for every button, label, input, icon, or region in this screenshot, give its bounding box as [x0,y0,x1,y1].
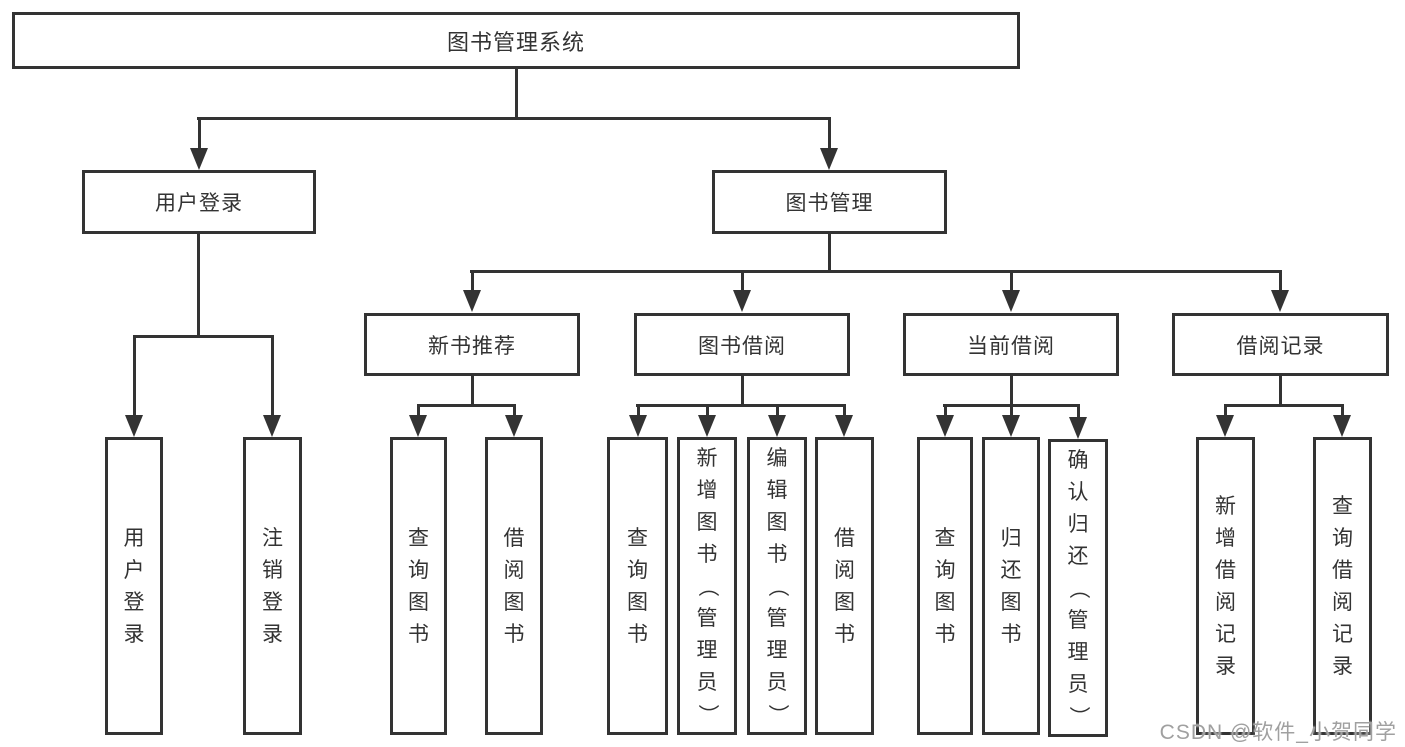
arrow-down-icon [1002,415,1020,437]
watermark: CSDN @软件_小贺同学 [1159,721,1397,744]
node-book-management: 图书管理 [712,170,947,234]
connector-line [1278,270,1282,292]
arrow-down-icon [698,415,716,437]
connector-line [827,117,831,150]
connector-line [636,404,846,407]
arrow-down-icon [190,148,208,170]
arrow-down-icon [768,415,786,437]
arrow-down-icon [505,415,523,437]
connector-line [512,404,516,417]
connector-line [1009,404,1013,417]
node-new-book-recommend-label: 新书推荐 [428,334,516,358]
leaf-user-login: 用户登录 [105,437,163,735]
arrow-down-icon [629,415,647,437]
leaf-query-borrow-record-label: 查询借阅记录 [1332,494,1353,678]
connector-line [775,404,779,417]
arrow-down-icon [1069,417,1087,439]
connector-line [636,404,640,417]
leaf-borrow-query-books-label: 查询图书 [627,526,648,646]
arrow-down-icon [1002,290,1020,312]
node-user-login-label: 用户登录 [155,192,243,215]
arrow-down-icon [835,415,853,437]
node-new-book-recommend: 新书推荐 [364,313,580,376]
leaf-edit-books-admin-label: 编辑图书（管理员） [765,446,789,725]
node-borrow-records: 借阅记录 [1172,313,1389,376]
connector-line [197,117,831,120]
node-user-login: 用户登录 [82,170,316,234]
connector-line [514,69,518,119]
connector-line [470,376,474,406]
leaf-borrow-query-books: 查询图书 [607,437,668,735]
arrow-down-icon [409,415,427,437]
node-book-borrow: 图书借阅 [634,313,850,376]
connector-line [270,335,274,417]
connector-line [1224,404,1344,407]
root-label: 图书管理系统 [446,29,585,55]
leaf-logout-label: 注销登录 [262,526,283,646]
arrow-down-icon [1216,415,1234,437]
connector-line [827,234,831,273]
leaf-recommend-borrow-books-label: 借阅图书 [503,526,525,646]
node-book-borrow-label: 图书借阅 [698,334,786,358]
leaf-user-login-label: 用户登录 [123,526,145,646]
node-library-management-system: 图书管理系统 [12,12,1020,69]
connector-line [1223,404,1227,417]
leaf-confirm-return-admin-label: 确认归还（管理员） [1066,448,1090,727]
leaf-query-borrow-record: 查询借阅记录 [1313,437,1372,735]
leaf-current-query-books-label: 查询图书 [934,526,956,646]
leaf-add-borrow-record-label: 新增借阅记录 [1215,494,1236,678]
arrow-down-icon [463,290,481,312]
connector-line [1340,404,1344,417]
connector-line [470,270,1282,273]
leaf-add-books-admin-label: 新增图书（管理员） [695,446,719,725]
connector-line [1076,404,1080,419]
leaf-confirm-return-admin: 确认归还（管理员） [1048,439,1108,737]
arrow-down-icon [733,290,751,312]
leaf-add-books-admin: 新增图书（管理员） [677,437,737,735]
node-book-management-label: 图书管理 [785,192,874,215]
arrow-down-icon [1333,415,1351,437]
connector-line [416,404,420,417]
leaf-current-query-books: 查询图书 [917,437,973,735]
leaf-add-borrow-record: 新增借阅记录 [1196,437,1255,735]
leaf-recommend-query-books-label: 查询图书 [408,526,429,646]
connector-line [1009,270,1013,292]
leaf-return-books-label: 归还图书 [1000,526,1022,646]
connector-line [132,335,136,417]
leaf-borrow-books-label: 借阅图书 [834,526,855,646]
connector-line [196,234,200,338]
leaf-recommend-query-books: 查询图书 [390,437,447,735]
arrow-down-icon [936,415,954,437]
leaf-logout: 注销登录 [243,437,302,735]
arrow-down-icon [820,148,838,170]
node-current-borrow-label: 当前借阅 [967,334,1055,358]
leaf-return-books: 归还图书 [982,437,1040,735]
arrow-down-icon [125,415,143,437]
connector-line [740,270,744,292]
connector-line [197,117,201,150]
leaf-edit-books-admin: 编辑图书（管理员） [747,437,807,735]
arrow-down-icon [263,415,281,437]
connector-line [842,404,846,417]
node-current-borrow: 当前借阅 [903,313,1119,376]
node-borrow-records-label: 借阅记录 [1236,334,1325,358]
connector-line [705,404,709,417]
leaf-recommend-borrow-books: 借阅图书 [485,437,543,735]
connector-line [470,270,474,292]
connector-line [943,404,947,417]
arrow-down-icon [1271,290,1289,312]
connector-line [740,376,744,406]
leaf-borrow-books: 借阅图书 [815,437,874,735]
connector-line [133,335,274,338]
connector-line [417,404,516,407]
connector-line [1009,376,1013,406]
connector-line [1278,376,1282,406]
